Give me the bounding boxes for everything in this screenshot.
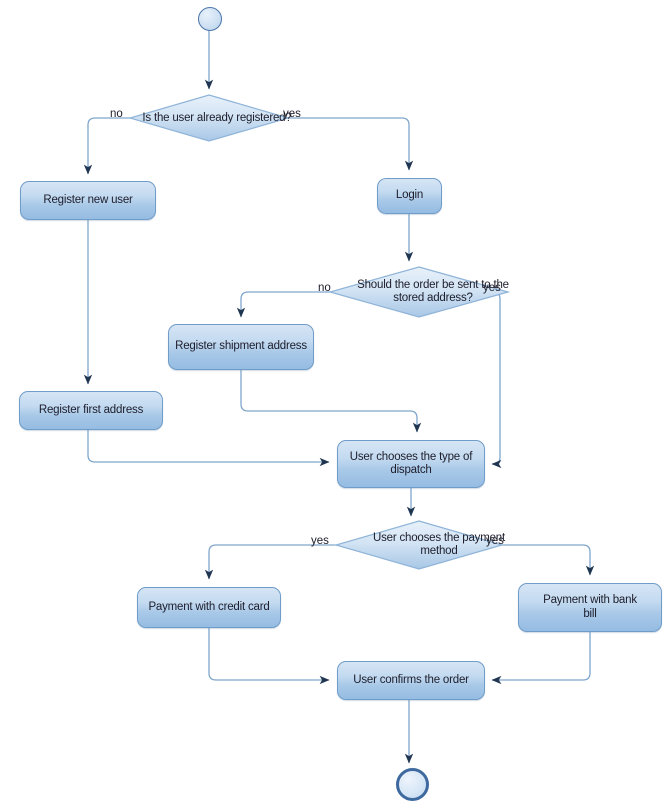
action-register-shipment-address[interactable]: Register shipment address xyxy=(168,324,314,370)
decision-payment-method[interactable]: User chooses the payment method xyxy=(336,521,505,569)
action-register-first-address[interactable]: Register first address xyxy=(19,391,163,430)
decision-is-user-registered-label: Is the user already registered? xyxy=(142,111,292,124)
edge-label-payment-left-yes: yes xyxy=(311,535,329,547)
action-register-new-user[interactable]: Register new user xyxy=(20,181,156,220)
edge-bankbill-to-confirm xyxy=(491,631,591,685)
start-node xyxy=(198,7,222,31)
decision-is-user-registered[interactable]: Is the user already registered? xyxy=(130,95,291,141)
edge-first-address-to-dispatch xyxy=(87,430,330,467)
edge-payment-left-yes xyxy=(204,544,337,580)
edge-label-registered-yes: yes xyxy=(283,108,301,120)
edge-creditcard-to-confirm xyxy=(208,627,330,685)
edge-registered-yes xyxy=(287,117,414,171)
action-login-label: Login xyxy=(395,189,424,202)
decision-stored-address-label: Should the order be sent to the stored a… xyxy=(357,279,509,304)
action-payment-bank-bill-label: Payment with bank bill xyxy=(543,594,637,620)
decision-payment-shape xyxy=(333,520,505,570)
edge-stored-address-yes xyxy=(491,291,507,469)
action-register-new-user-label: Register new user xyxy=(43,193,133,206)
edge-label-payment-right-yes: yes xyxy=(486,535,504,547)
action-register-shipment-address-label: Register shipment address xyxy=(175,340,307,353)
decision-stored-address-shape xyxy=(327,266,511,318)
action-choose-dispatch-type-label: User chooses the type of dispatch xyxy=(349,450,473,477)
action-payment-credit-card-label: Payment with credit card xyxy=(148,600,270,613)
edge-label-registered-no: no xyxy=(110,108,123,120)
action-choose-dispatch-type[interactable]: User chooses the type of dispatch xyxy=(337,440,485,488)
edge-label-stored-address-no: no xyxy=(318,282,331,294)
edge-payment-right-yes xyxy=(501,544,595,576)
action-confirm-order[interactable]: User confirms the order xyxy=(337,661,485,700)
edge-registered-no xyxy=(83,117,131,175)
edge-stored-address-no xyxy=(236,291,331,318)
action-payment-credit-card[interactable]: Payment with credit card xyxy=(137,587,281,628)
edge-shipment-to-dispatch xyxy=(240,370,422,433)
action-confirm-order-label: User confirms the order xyxy=(353,673,469,686)
action-login[interactable]: Login xyxy=(377,178,442,214)
edge-label-stored-address-yes: yes xyxy=(483,282,501,294)
decision-stored-address[interactable]: Should the order be sent to the stored a… xyxy=(330,267,509,317)
action-payment-bank-bill[interactable]: Payment with bank bill xyxy=(518,583,662,632)
action-register-first-address-label: Register first address xyxy=(38,403,144,416)
decision-registered-shape xyxy=(127,94,291,142)
end-node xyxy=(396,768,429,801)
